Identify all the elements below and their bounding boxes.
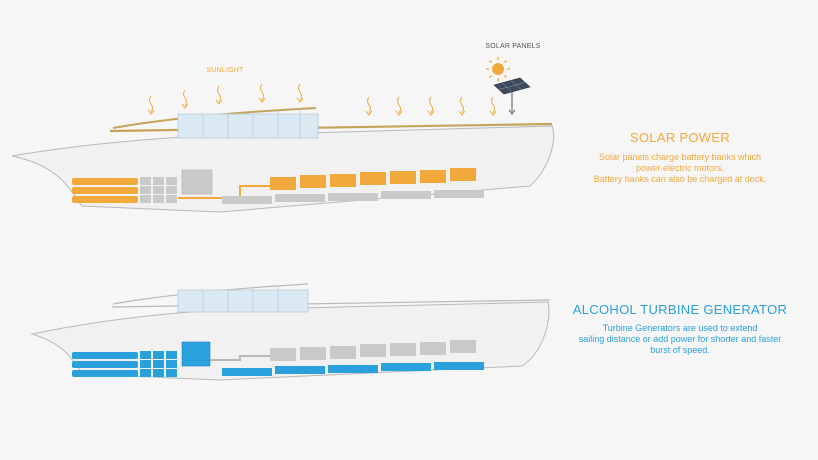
solar-motor-row-lower: [222, 190, 484, 204]
alcohol-power-conduit: [210, 355, 272, 361]
alcohol-turbine-title: ALCOHOL TURBINE GENERATOR: [572, 302, 788, 317]
alcohol-desc-line: sailing distance or add power for shorte…: [578, 334, 782, 344]
sun-rays: [147, 83, 497, 116]
sun-icon: [486, 57, 510, 81]
solar-power-description: Solar panels charge battery banks which …: [590, 152, 770, 185]
alcohol-controller-boxes: [140, 351, 177, 377]
sun-ray-icon: [489, 96, 497, 116]
solar-cabin-windows: [177, 110, 319, 139]
sun-ray-icon: [365, 96, 373, 116]
solar-power-conduit: [178, 185, 272, 199]
sun-ray-icon: [215, 85, 223, 105]
alcohol-rear-tanks: [72, 352, 138, 377]
solar-panels-label: SOLAR PANELS: [485, 43, 540, 50]
sun-ray-icon: [395, 96, 403, 116]
sun-ray-icon: [427, 96, 435, 116]
alcohol-boat: [30, 283, 551, 381]
sun-ray-icon: [296, 83, 304, 103]
solar-boat: SUNLIGHT SOLAR PANELS: [11, 43, 555, 213]
alcohol-battery-row-upper: [270, 340, 476, 361]
solar-desc-line: Solar panels charge battery banks which: [598, 152, 762, 162]
sunlight-label: SUNLIGHT: [207, 67, 245, 74]
solar-generator-box: [181, 169, 213, 195]
sun-ray-icon: [258, 83, 266, 103]
solar-power-title: SOLAR POWER: [629, 130, 731, 145]
alcohol-turbine-description: Turbine Generators are used to extend sa…: [560, 323, 800, 356]
sun-ray-icon: [458, 96, 466, 116]
solar-desc-line: power electric motors.: [635, 163, 725, 173]
alcohol-desc-line: Turbine Generators are used to extend: [602, 323, 758, 333]
solar-desc-line: Battery banks can also be charged at doc…: [593, 174, 767, 184]
alcohol-cabin-windows: [177, 287, 309, 313]
alcohol-turbine-box: [181, 341, 211, 367]
solar-battery-row-upper: [270, 168, 476, 190]
solar-controller-boxes: [140, 177, 177, 203]
solar-panel-icon: [493, 77, 531, 115]
solar-rear-tanks: [72, 178, 138, 203]
alcohol-motor-row-lower: [222, 362, 484, 376]
alcohol-desc-line: burst of speed.: [650, 345, 710, 355]
sun-ray-icon: [181, 89, 189, 109]
sun-ray-icon: [147, 95, 155, 115]
